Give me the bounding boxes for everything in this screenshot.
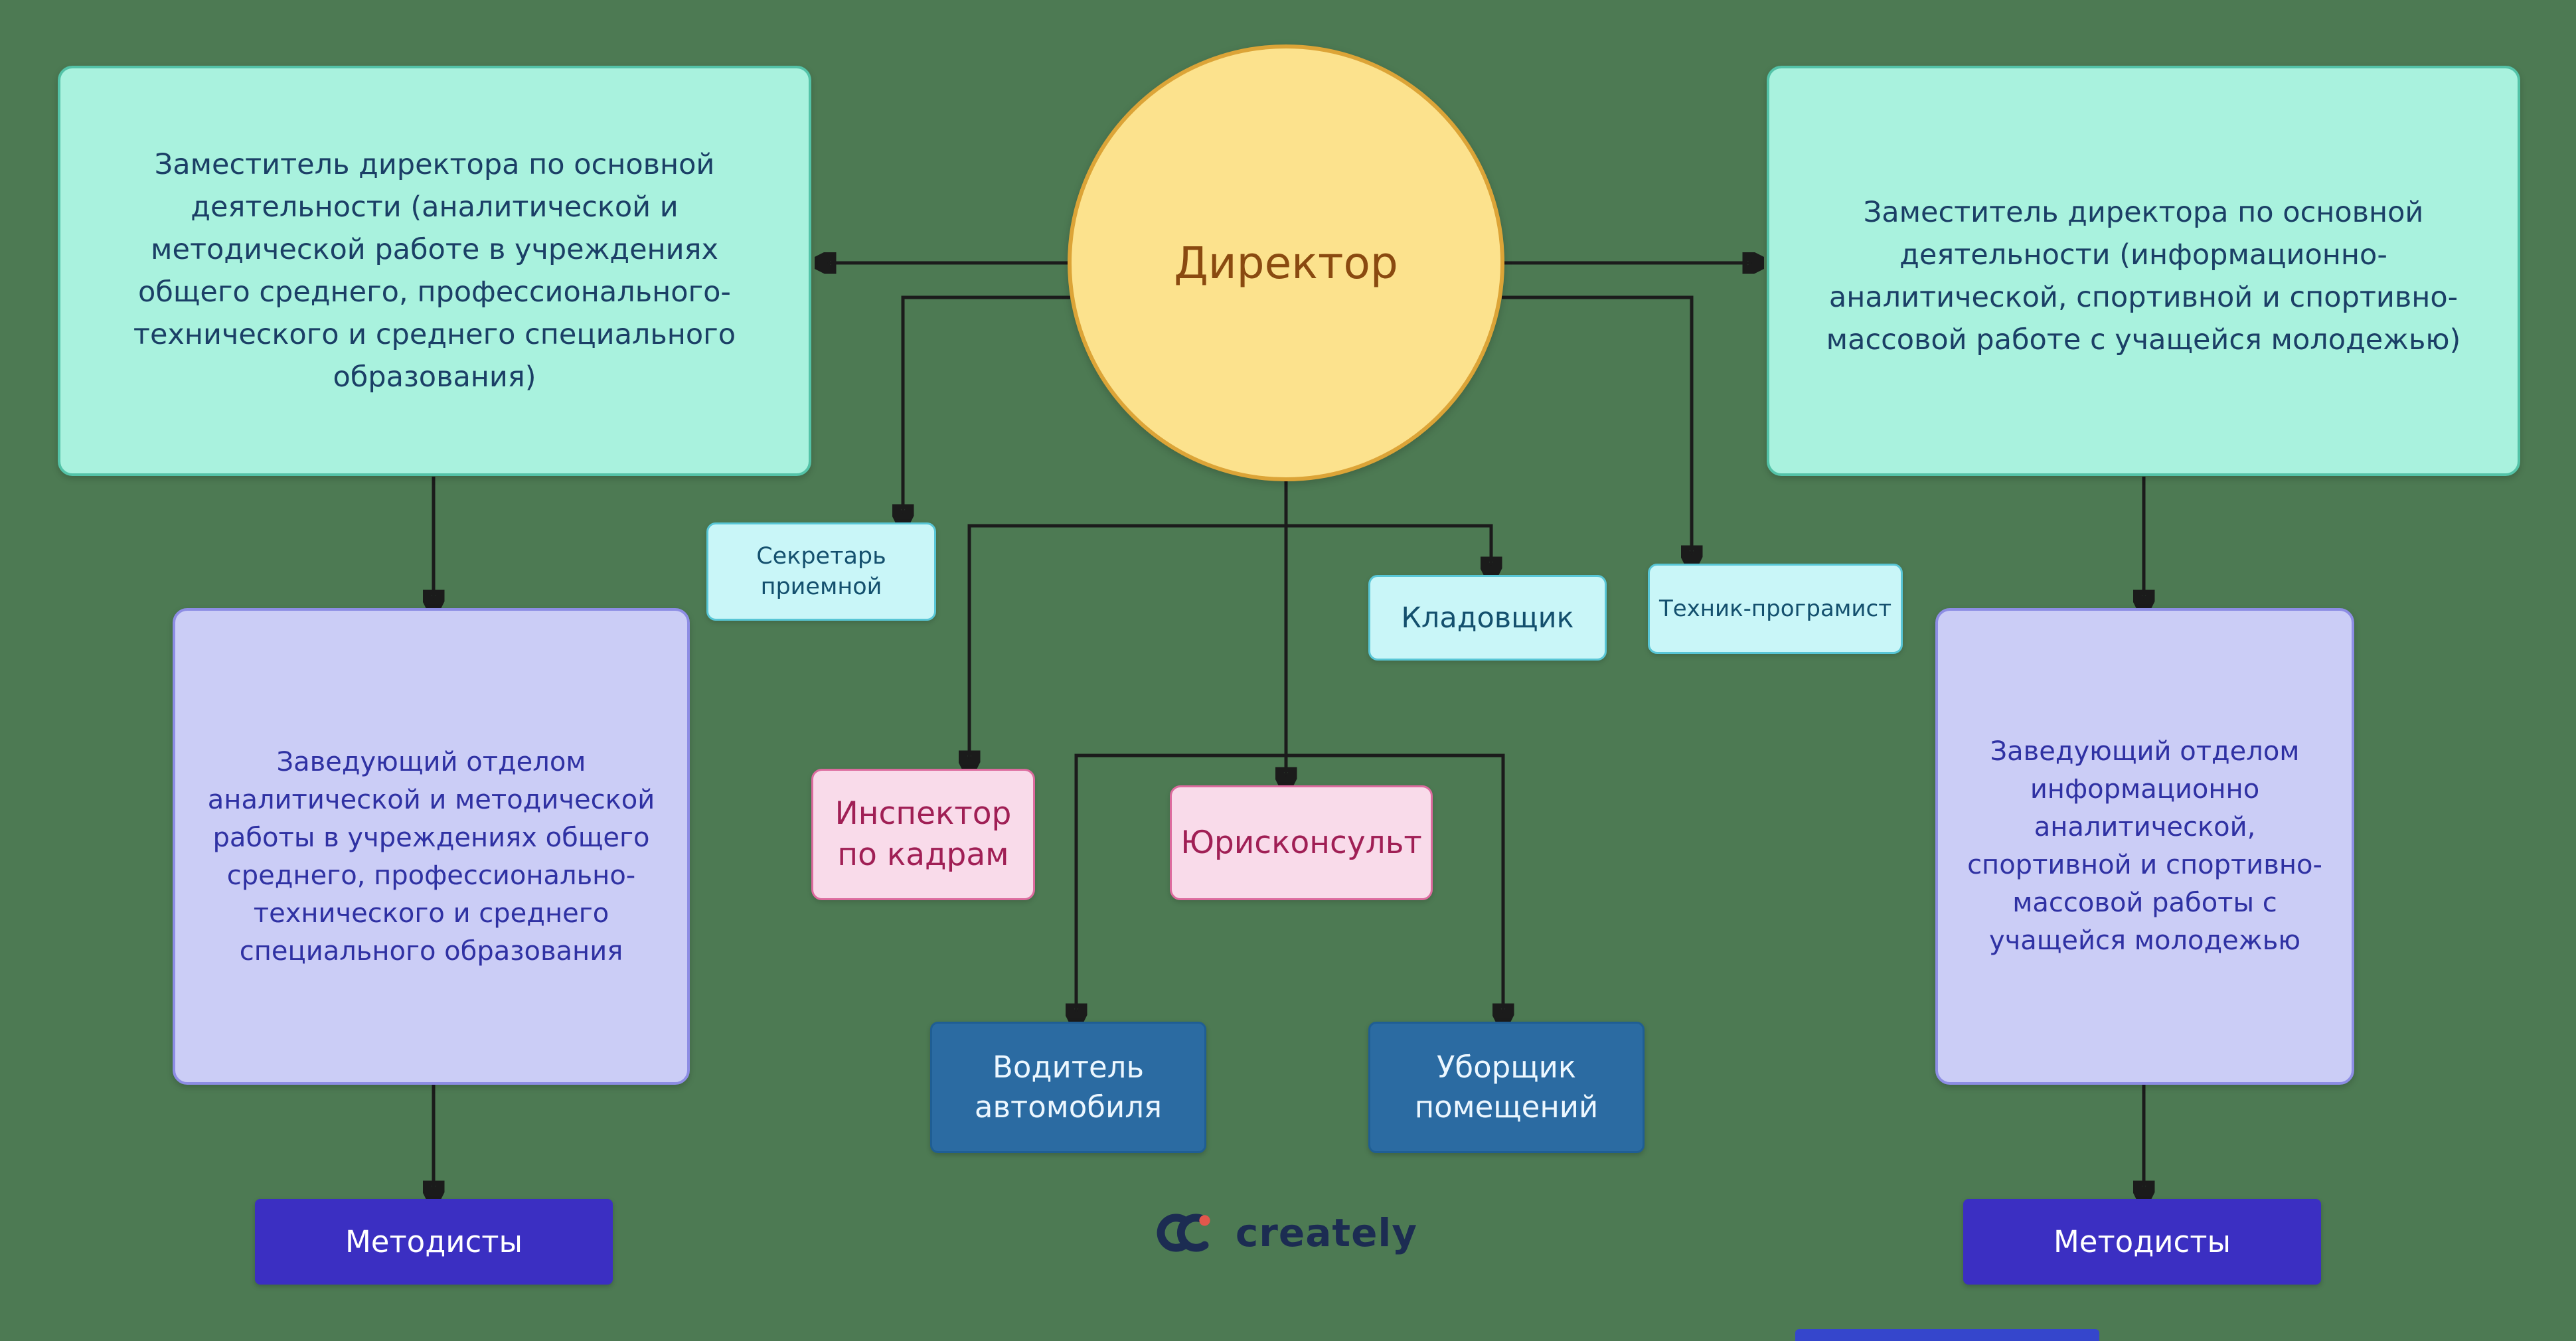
connector-director-cleaner	[1286, 753, 1503, 1022]
node-hr-inspector-label: Инспектор по кадрам	[835, 795, 1012, 873]
node-deputy-right[interactable]: Заместитель директора по основной деятел…	[1767, 66, 2520, 476]
node-partial-bottom[interactable]	[1795, 1329, 2099, 1341]
node-head-left[interactable]: Заведующий отделом аналитической и метод…	[173, 608, 690, 1085]
node-secretary-label: Секретарь приемной	[756, 543, 886, 600]
creately-logo-icon	[1157, 1214, 1210, 1252]
node-legal-counsel[interactable]: Юрисконсульт	[1170, 785, 1433, 900]
node-cleaner-label: Уборщик помещений	[1414, 1050, 1599, 1125]
node-methodists-left-label: Методисты	[345, 1224, 523, 1259]
node-methodists-left[interactable]: Методисты	[255, 1199, 613, 1285]
node-storekeeper-label: Кладовщик	[1401, 601, 1574, 635]
node-hr-inspector[interactable]: Инспектор по кадрам	[811, 769, 1035, 900]
connector-director-hr-inspector	[969, 524, 1286, 769]
node-head-right-label: Заведующий отделом информационно аналити…	[1967, 736, 2322, 956]
node-deputy-right-label: Заместитель директора по основной деятел…	[1826, 196, 2461, 356]
connector-director-storekeeper	[1286, 524, 1491, 575]
node-head-right[interactable]: Заведующий отделом информационно аналити…	[1935, 608, 2354, 1085]
node-cleaner[interactable]: Уборщик помещений	[1368, 1022, 1645, 1153]
node-deputy-left[interactable]: Заместитель директора по основной деятел…	[58, 66, 811, 476]
node-director-label: Директор	[1174, 237, 1398, 289]
connector-director-driver	[1076, 753, 1286, 1022]
node-driver-label: Водитель автомобиля	[974, 1050, 1163, 1125]
node-technician-label: Техник-програмист	[1658, 595, 1892, 622]
node-secretary[interactable]: Секретарь приемной	[706, 522, 936, 621]
node-methodists-right-label: Методисты	[2053, 1224, 2231, 1259]
node-technician[interactable]: Техник-програмист	[1648, 564, 1903, 654]
connector-director-technician	[1502, 295, 1692, 564]
creately-watermark: creately	[1155, 1210, 1417, 1256]
node-director[interactable]: Директор	[1068, 44, 1504, 481]
connector-director-secretary	[903, 295, 1070, 522]
node-driver[interactable]: Водитель автомобиля	[930, 1022, 1206, 1153]
node-head-left-label: Заведующий отделом аналитической и метод…	[207, 747, 655, 967]
node-legal-counsel-label: Юрисконсульт	[1180, 824, 1422, 861]
creately-wordmark: creately	[1235, 1210, 1418, 1255]
node-deputy-left-label: Заместитель директора по основной деятел…	[133, 148, 736, 394]
node-storekeeper[interactable]: Кладовщик	[1368, 575, 1607, 661]
node-methodists-right[interactable]: Методисты	[1963, 1199, 2321, 1285]
